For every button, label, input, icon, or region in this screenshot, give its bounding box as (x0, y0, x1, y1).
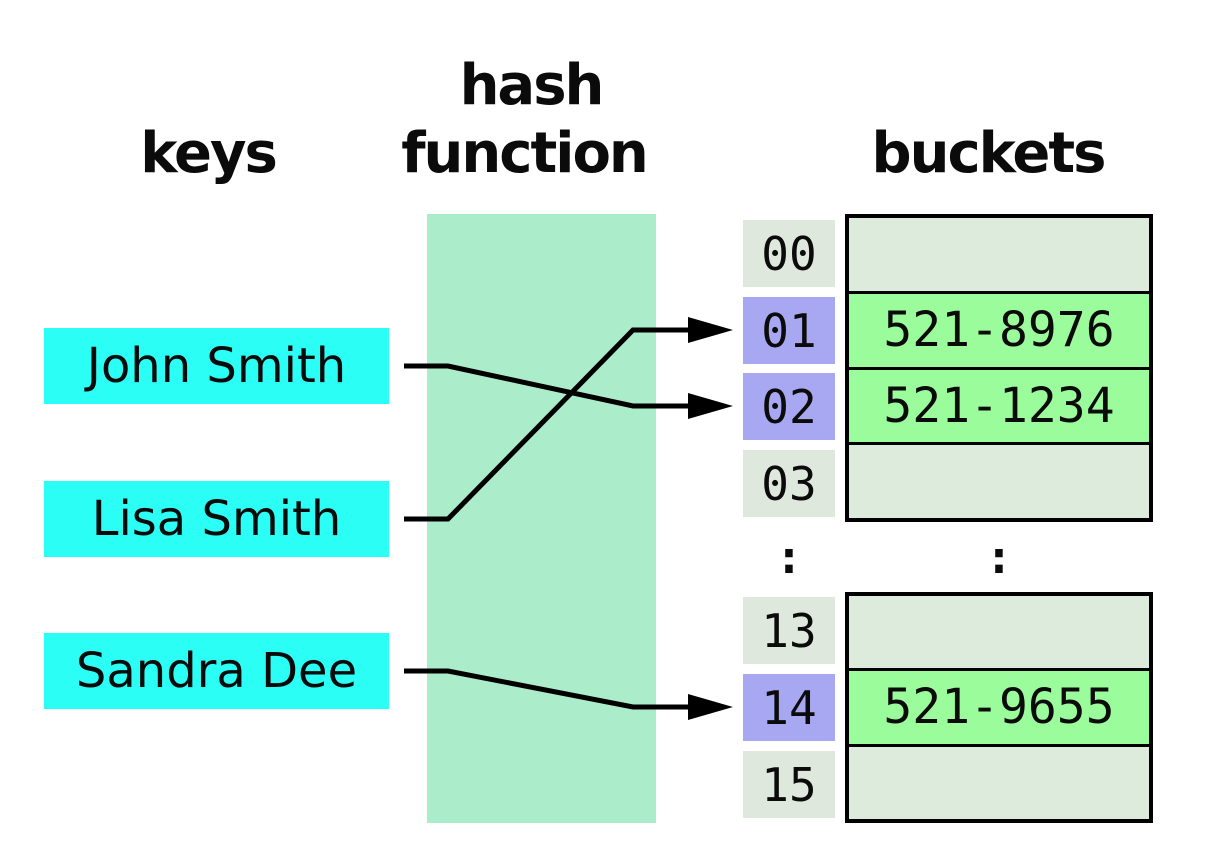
bucket-row-03 (849, 445, 1149, 518)
arrowhead-icon (688, 393, 733, 419)
index-cell-13: 13 (743, 597, 835, 664)
hash-function-title-line1: hash (459, 53, 605, 118)
key-label: Sandra Dee (75, 643, 358, 699)
index-cell-15: 15 (743, 751, 835, 818)
index-cell-01: 01 (743, 297, 835, 364)
bucket-row-02: 521-1234 (849, 369, 1149, 446)
key-label: John Smith (86, 338, 347, 394)
index-cell-02: 02 (743, 373, 835, 440)
hash-function-title-line2: function (401, 121, 649, 186)
buckets-column-title: buckets (871, 121, 1107, 186)
keys-column-title: keys (140, 121, 278, 186)
hash-function-block (427, 214, 656, 823)
bucket-row-01: 521-8976 (849, 293, 1149, 370)
bucket-table-top: 521-8976 521-1234 (845, 214, 1153, 522)
buckets-ellipsis: : (985, 530, 1013, 584)
index-cell-03: 03 (743, 450, 835, 517)
index-cell-14: 14 (743, 674, 835, 741)
arrowhead-icon (688, 317, 733, 343)
key-box-sandra-dee: Sandra Dee (44, 633, 389, 709)
bucket-row-15 (849, 746, 1149, 819)
key-box-john-smith: John Smith (44, 328, 389, 404)
arrowhead-icon (688, 694, 733, 720)
key-box-lisa-smith: Lisa Smith (44, 481, 389, 557)
index-cell-00: 00 (743, 220, 835, 287)
key-label: Lisa Smith (91, 491, 342, 547)
bucket-row-14: 521-9655 (849, 671, 1149, 747)
index-ellipsis: : (775, 530, 803, 584)
bucket-row-00 (849, 218, 1149, 294)
bucket-table-bottom: 521-9655 (845, 592, 1153, 823)
bucket-row-13 (849, 596, 1149, 672)
